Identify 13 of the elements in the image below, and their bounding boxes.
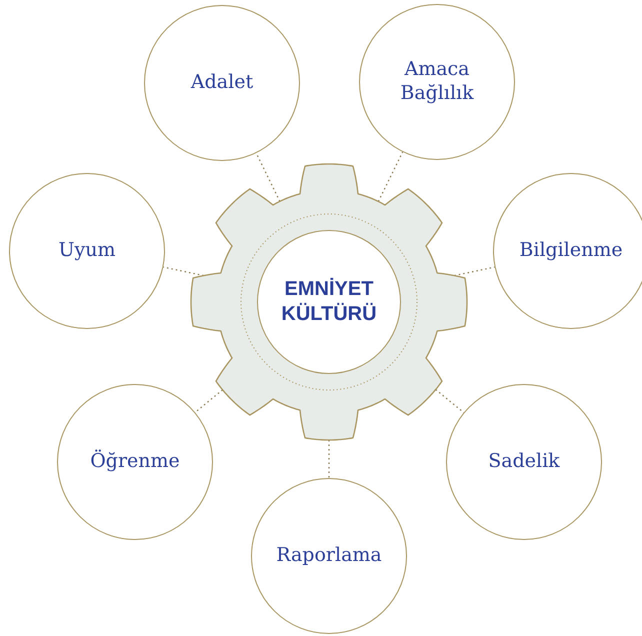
center-title: EMNİYET KÜLTÜRÜ [280,277,378,327]
topic-label: Adalet [190,71,254,95]
topic-label: Sadelik [488,450,560,474]
topic-label: Bilgilenme [519,239,623,263]
topic-label: Öğrenme [90,450,180,474]
dotted-connector [378,152,404,202]
dotted-connector [328,440,330,478]
dotted-connector [194,389,223,413]
topic-label: Raporlama [276,544,382,568]
topic-label: Uyum [58,239,116,263]
dotted-connector [256,152,280,202]
topic-label: Amaca Bağlılık [399,58,475,106]
dotted-connector [435,389,464,413]
